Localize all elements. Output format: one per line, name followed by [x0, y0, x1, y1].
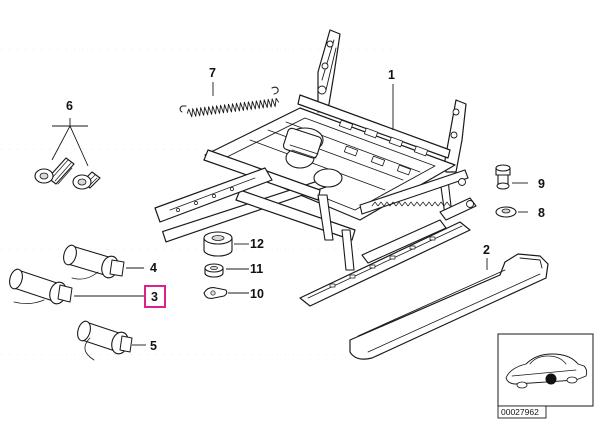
reference-code: 00027962 [501, 407, 539, 417]
callout-1[interactable]: 1 [388, 68, 395, 82]
reference-code-box: 00027962 [497, 405, 547, 419]
callout-3-highlight[interactable]: 3 [144, 285, 166, 308]
callout-10[interactable]: 10 [250, 287, 264, 301]
callout-3[interactable]: 3 [151, 290, 158, 304]
callout-4[interactable]: 4 [150, 261, 157, 275]
car-icon [505, 353, 588, 389]
svg-text:. . . . . . . . . . . . . . .: . . . . . . . . . . . . . . . . . . . . … [0, 241, 393, 253]
svg-text:. . . . . . . . . . . . . . .: . . . . . . . . . . . . . . . . . . . . … [0, 346, 393, 358]
side-trim-cover[interactable] [349, 253, 549, 360]
callout-6[interactable]: 6 [66, 99, 73, 113]
bolt-short[interactable] [72, 171, 101, 190]
nut-11[interactable] [204, 263, 224, 278]
bolt-9[interactable] [495, 164, 511, 190]
motor-5[interactable] [75, 320, 133, 361]
callout-11[interactable]: 11 [250, 262, 263, 276]
callout-2[interactable]: 2 [483, 243, 490, 257]
washer-8[interactable] [495, 206, 517, 218]
callout-9[interactable]: 9 [538, 177, 545, 191]
bushing-12[interactable] [203, 231, 233, 257]
leader-6 [51, 118, 89, 167]
seat-frame[interactable] [154, 29, 477, 307]
callout-8[interactable]: 8 [538, 206, 545, 220]
callout-7[interactable]: 7 [209, 66, 216, 80]
bolt-long[interactable] [34, 157, 75, 185]
clip-10[interactable] [203, 287, 228, 299]
tension-spring[interactable] [179, 86, 280, 118]
callout-12[interactable]: 12 [250, 237, 264, 251]
motor-3[interactable] [7, 268, 73, 306]
motor-4[interactable] [61, 244, 125, 280]
svg-text:. . . . . . . . . . . . . . .: . . . . . . . . . . . . . . . . . . . . … [0, 41, 393, 53]
leader-lines [74, 82, 528, 346]
callout-5[interactable]: 5 [150, 339, 157, 353]
callout-labels: 1 2 4 5 6 7 8 9 10 11 12 [66, 66, 545, 353]
vehicle-thumbnail[interactable] [497, 333, 594, 407]
highlight-box [144, 285, 166, 308]
dot-marker-icon [545, 373, 557, 385]
